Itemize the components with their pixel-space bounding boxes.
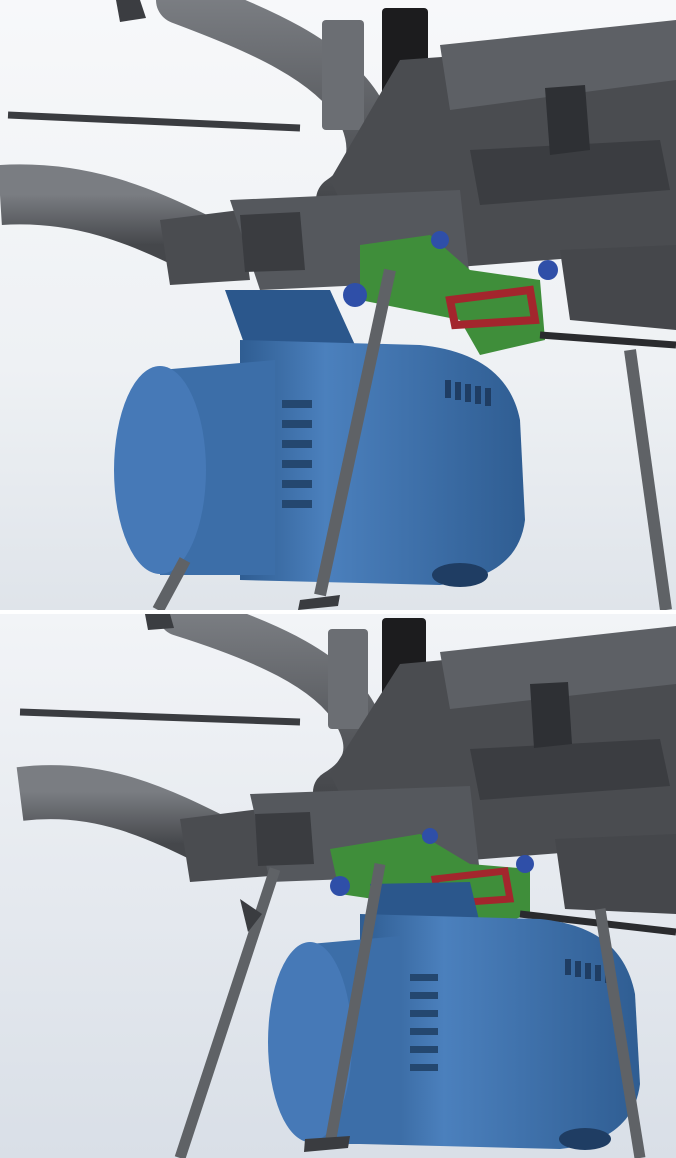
post-grey [328, 629, 368, 729]
frame-bracket-right [555, 834, 676, 914]
camera-grip-ribs [282, 400, 312, 508]
arm-clip [145, 614, 174, 630]
render-svg-bottom [0, 614, 676, 1158]
knob-left [343, 283, 367, 307]
leg-right [624, 349, 672, 610]
leg-front [314, 268, 396, 597]
knob-center [422, 828, 438, 844]
leg-hinge [240, 899, 262, 932]
leg-right [594, 908, 646, 1158]
frame-bracket-right [560, 245, 676, 330]
frame-bracket-left [255, 812, 314, 866]
body-vent [470, 140, 670, 205]
latch [545, 85, 590, 155]
knob-right [538, 260, 558, 280]
knob-center [431, 231, 449, 249]
frame-bracket-left [240, 212, 305, 272]
latch [530, 682, 572, 748]
camera-grip-ribs [410, 974, 438, 1071]
arm-joint [160, 210, 250, 285]
knob-right [516, 855, 534, 873]
camera-body [360, 914, 640, 1149]
lens-front [114, 366, 206, 574]
body-lid [440, 20, 676, 110]
leg-foot [298, 595, 340, 610]
body-lid [440, 626, 676, 709]
panel-bottom-render [0, 614, 676, 1158]
knob-left [330, 876, 350, 896]
post-grey [322, 20, 364, 130]
carbon-rod [7, 111, 301, 132]
red-clip [445, 285, 540, 330]
carbon-rod [19, 708, 301, 726]
camera-vent-slots [445, 380, 491, 406]
leg-left [152, 557, 191, 610]
arm-clip [116, 0, 146, 22]
leg-foot [304, 1136, 350, 1152]
body-vent [470, 739, 670, 800]
lens-front [268, 942, 352, 1142]
leg-front [324, 863, 386, 1145]
render-svg-top [0, 0, 676, 610]
rear-rod [539, 331, 676, 349]
arm-joint [180, 809, 270, 882]
camera-port [432, 563, 488, 587]
camera-port [559, 1128, 611, 1150]
panel-top-render [0, 0, 676, 610]
